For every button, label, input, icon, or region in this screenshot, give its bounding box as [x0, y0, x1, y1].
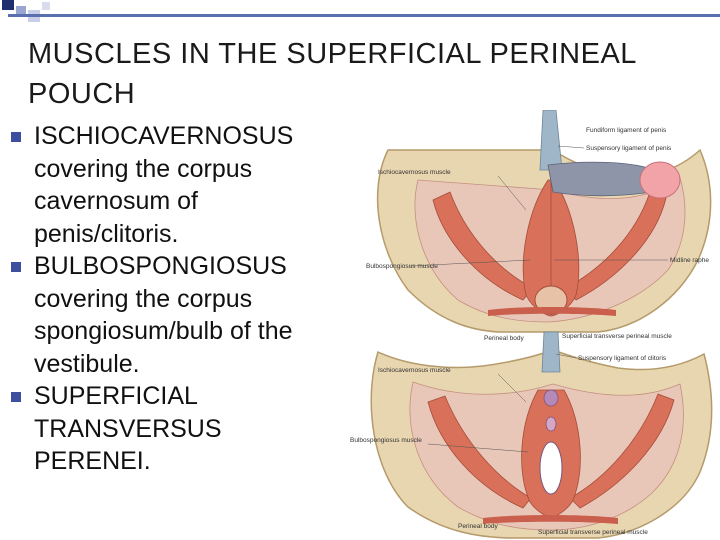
label-midline-raphe: Midline raphe [670, 257, 709, 264]
leader-line [497, 373, 527, 403]
leader-line [557, 145, 585, 149]
label-fundiform-ligament: Fundiform ligament of penis [586, 127, 667, 134]
male-penis-shaft [547, 161, 651, 197]
male-glans [639, 161, 681, 199]
decoration-square [2, 0, 14, 10]
label-transverse-male: Superficial transverse perineal muscle [562, 333, 672, 340]
label-perineal-body-male: Perineal body [484, 335, 524, 342]
perineum-svg: Fundiform ligament of penis Suspensory l… [350, 110, 713, 539]
bullet-square-icon [11, 392, 21, 402]
female-suspensory-ligament [541, 331, 561, 373]
bullet-line: PERENEI. [34, 447, 151, 475]
bullet-square-icon [11, 262, 21, 272]
male-transverse-muscle [488, 307, 616, 316]
female-ischiocavernosus-right [569, 393, 675, 509]
bullet-text: BULBOSPONGIOSUS covering the corpus spon… [34, 250, 354, 380]
bullet-square-icon [11, 132, 21, 142]
female-transverse-muscle [483, 515, 618, 524]
label-suspensory-ligament-clitoris: Suspensory ligament of clitoris [578, 355, 667, 362]
label-transverse-female: Superficial transverse perineal muscle [538, 529, 648, 536]
label-perineal-body-female: Perineal body [458, 523, 498, 530]
perineum-illustration: Fundiform ligament of penis Suspensory l… [348, 110, 720, 540]
label-bulbo-line: Bulbospongiosus muscle [366, 263, 438, 270]
male-anus [534, 285, 568, 315]
label-bulbospongiosus-female: Bulbospongiosus muscle [350, 437, 422, 444]
slide-title: MUSCLES IN THE SUPERFICIAL PERINEAL POUC… [28, 34, 688, 114]
bullet-line: cavernosum of [34, 187, 198, 215]
bullet-line: covering the corpus [34, 154, 253, 183]
bullet-line: vestibule. [34, 349, 140, 378]
title-line: MUSCLES IN THE SUPERFICIAL PERINEAL [28, 38, 637, 70]
leader-line [409, 259, 531, 267]
label-ischiocavernosus-female: Ischiocavernosus muscle [378, 367, 451, 374]
leader-line [427, 443, 529, 453]
female-ischiocavernosus-left [427, 395, 532, 509]
bullet-line: spongiosum/bulb of the [34, 317, 293, 345]
female-vaginal-opening [539, 441, 563, 495]
decoration-square [16, 6, 26, 16]
male-suspensory-ligament [539, 110, 563, 171]
title-decoration [0, 0, 720, 30]
bullet-line: TRANSVERSUS [34, 414, 222, 443]
bullet-line: ISCHIOCAVERNOSUS [34, 122, 294, 150]
leader-line [497, 175, 527, 211]
female-clitoris [543, 389, 559, 407]
bullet-line: SUPERFICIAL [34, 382, 198, 410]
title-line: POUCH [28, 78, 136, 110]
label-bulbospongiosus-male: Bulbospongiosus muscle [366, 263, 438, 270]
decoration-square [42, 2, 50, 10]
label-ischiocavernosus-male: Ischiocavernosus muscle [378, 169, 451, 176]
bullet-text: SUPERFICIAL TRANSVERSUS PERENEI. [34, 380, 354, 478]
bullet-line: covering the corpus [34, 284, 253, 313]
label-suspensory-ligament-penis: Suspensory ligament of penis [586, 145, 672, 152]
leader-line [555, 353, 577, 359]
female-urethral-opening [545, 416, 557, 432]
female-perineum-drawing: Suspensory ligament of clitoris Ischioca… [350, 331, 713, 539]
bullet-line: BULBOSPONGIOSUS [34, 252, 287, 280]
male-perineum-drawing: Fundiform ligament of penis Suspensory l… [366, 110, 712, 342]
title-rule [8, 14, 720, 17]
bullet-text: ISCHIOCAVERNOSUS covering the corpus cav… [34, 120, 354, 250]
bullet-line: penis/clitoris. [34, 219, 179, 248]
